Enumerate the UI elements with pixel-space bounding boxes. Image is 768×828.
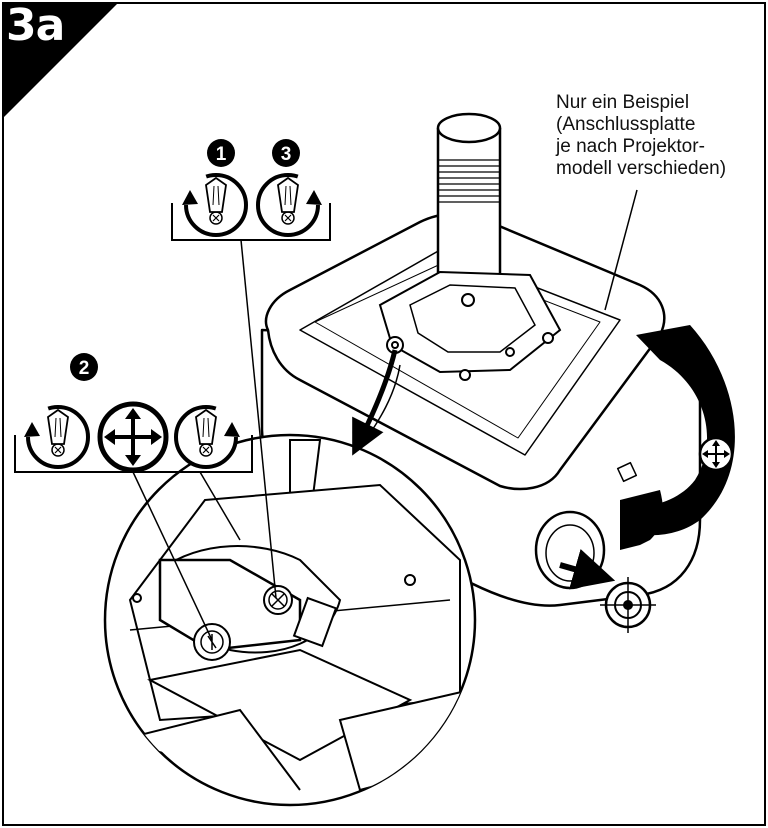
badge-2 [70, 353, 98, 381]
example-note: Nur ein Beispiel (Anschlussplatte je nac… [556, 92, 766, 180]
badge-1 [207, 139, 235, 167]
step-label: 3a [6, 0, 65, 51]
loosen-screw-icon-2 [24, 404, 90, 469]
note-leader-line [604, 189, 638, 311]
note-line-4: modell verschieden) [556, 158, 727, 179]
lens-arrow [559, 549, 616, 590]
crosshair-target-icon [600, 577, 656, 633]
badge-1-label: 1 [216, 144, 227, 165]
lens-adjust-arrow [620, 490, 663, 550]
badge-3-label: 3 [281, 144, 292, 165]
loosen-screw-icon [182, 172, 248, 237]
tighten-screw-icon-2 [174, 404, 240, 469]
badge-3 [272, 139, 300, 167]
icon-group-top [171, 172, 331, 599]
badge-2-label: 2 [79, 358, 90, 379]
mount-bracket [378, 270, 562, 381]
rotation-arrow [620, 325, 735, 536]
note-line-2: (Anschlussplatte [556, 114, 696, 135]
extension-pipe [436, 112, 502, 298]
zoom-detail [103, 349, 477, 807]
icon-group-left [14, 401, 253, 641]
note-line-3: je nach Projektor- [556, 136, 705, 157]
note-line-1: Nur ein Beispiel [556, 92, 690, 113]
tighten-screw-icon [256, 172, 322, 237]
move-arrows-icon [97, 401, 169, 473]
step-tab [3, 3, 118, 118]
